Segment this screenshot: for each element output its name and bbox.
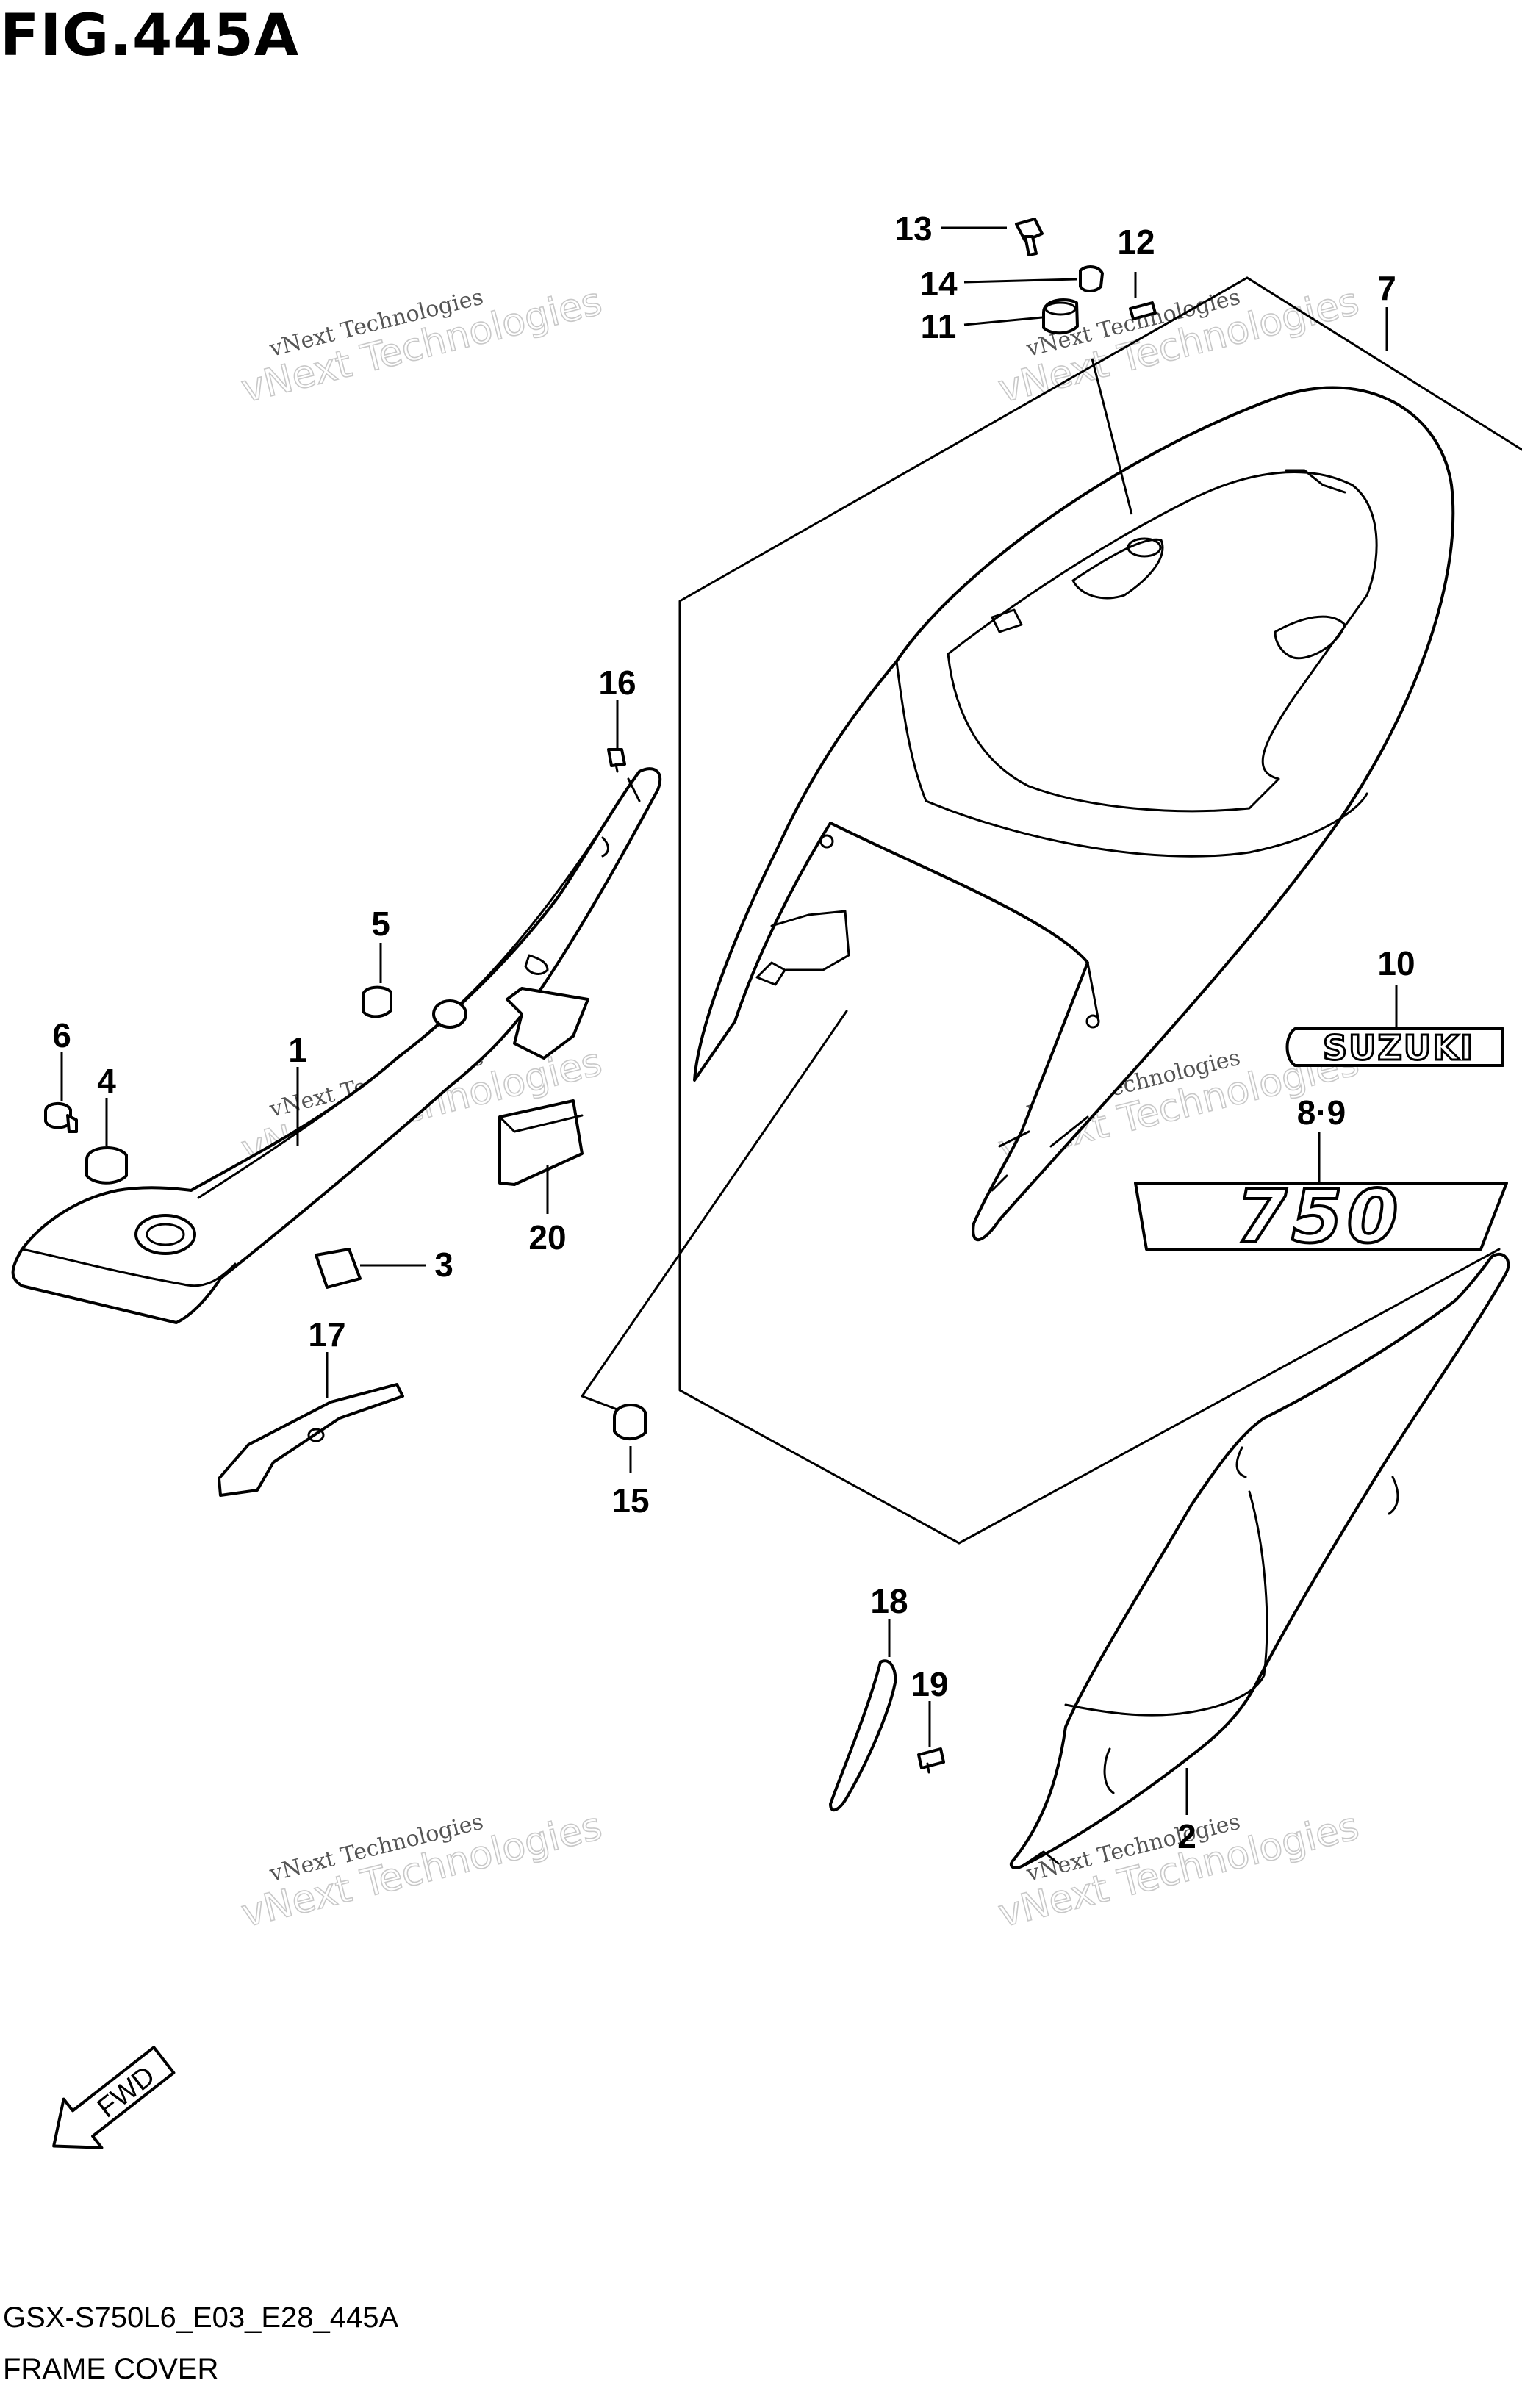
callout-5: 5 [371,905,390,943]
assembly-bracket-line [581,1010,848,1412]
callout-6: 6 [52,1016,71,1054]
callout-18: 18 [870,1582,908,1620]
callout-13: 13 [894,209,932,248]
callout-8-9: 8·9 [1297,1093,1346,1132]
model-750-text: 750 [1236,1174,1403,1259]
callout-15: 15 [611,1481,649,1520]
clip-16 [607,748,626,773]
nut-14 [1079,265,1104,292]
strip-18 [829,1659,897,1812]
callout-10: 10 [1377,944,1415,982]
callout-2: 2 [1177,1817,1196,1855]
clip-19 [917,1747,945,1774]
model-750-emblem: 750 [1134,1172,1508,1261]
tape-12 [1129,301,1157,320]
figure-name: FRAME COVER [3,2353,219,2385]
screw-6 [44,1102,78,1133]
fwd-arrow: FWD [52,2046,176,2149]
callout-7: 7 [1377,269,1396,307]
grommet-4 [85,1146,128,1185]
assembly-frame [678,276,1522,1545]
leader-lines [60,226,1398,1815]
figure-code: GSX-S750L6_E03_E28_445A [3,2301,399,2334]
cushion-3 [315,1248,362,1289]
grommet-5 [362,985,392,1018]
callout-14: 14 [919,265,958,303]
suzuki-emblem: SUZUKI [1285,1027,1504,1069]
rear-seat-cowl [693,386,1455,1241]
callout-16: 16 [598,664,636,702]
callout-3: 3 [434,1246,453,1284]
screw-13 [1015,218,1044,256]
callout-11: 11 [921,307,957,345]
grommet-11 [1042,298,1079,335]
callout-1: 1 [288,1031,307,1069]
grommet-15 [613,1403,647,1440]
pad-20 [498,1099,584,1186]
callout-labels: 13 14 11 12 7 10 8·9 16 5 6 4 1 20 3 17 … [52,209,1415,1855]
callout-17: 17 [308,1315,345,1354]
callout-19: 19 [911,1665,948,1703]
right-frame-cover [1009,1252,1510,1869]
suzuki-emblem-text: SUZUKI [1323,1028,1474,1068]
figure-title: FIG.445A [0,3,300,69]
callout-12: 12 [1117,223,1155,261]
left-frame-cover [11,767,662,1324]
bracket-17 [218,1383,404,1497]
callout-4: 4 [97,1062,116,1100]
callout-20: 20 [528,1218,566,1257]
